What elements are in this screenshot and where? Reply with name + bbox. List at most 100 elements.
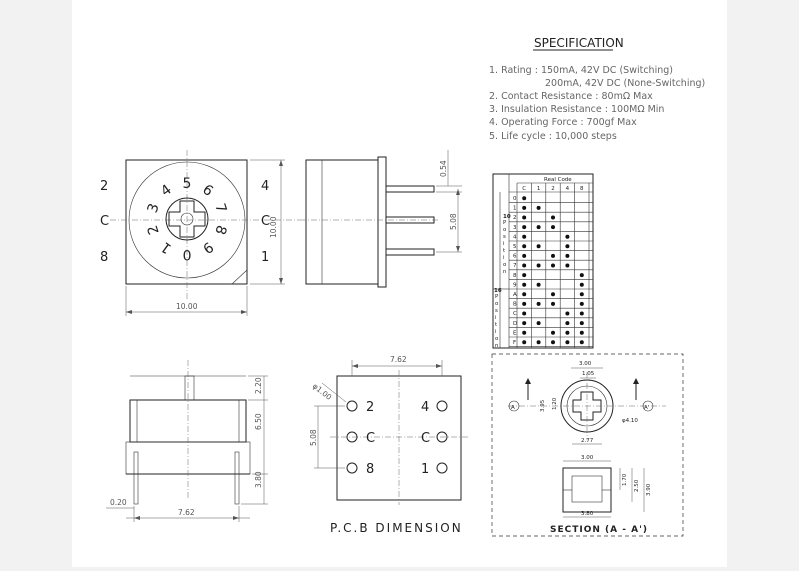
code-position-letter: o bbox=[495, 301, 499, 307]
code-position-letter: P bbox=[495, 294, 499, 300]
code-dot bbox=[536, 205, 541, 210]
code-dot bbox=[551, 263, 555, 268]
code-position-letter: o bbox=[503, 227, 507, 233]
lower-pin-w-dim: 0.20 bbox=[110, 498, 127, 507]
code-dot bbox=[522, 205, 527, 210]
code-col-C: C bbox=[522, 186, 526, 192]
code-dot bbox=[522, 215, 527, 220]
code-position-letter: s bbox=[495, 308, 498, 314]
code-dot bbox=[551, 225, 555, 230]
code-dot bbox=[522, 301, 527, 306]
code-dot bbox=[522, 321, 527, 326]
code-dot bbox=[522, 292, 527, 297]
code-dot bbox=[536, 244, 541, 249]
code-position-letter: t bbox=[503, 248, 506, 254]
code-dot bbox=[522, 263, 527, 268]
code-row-pos: B bbox=[513, 302, 517, 308]
spec-title: SPECIFICATION bbox=[534, 36, 624, 50]
code-row-pos: 2 bbox=[513, 215, 517, 221]
code-dot bbox=[579, 301, 584, 306]
front-pin-left-mid: C bbox=[100, 214, 109, 229]
code-position-letter: i bbox=[503, 255, 505, 261]
code-dot bbox=[536, 340, 541, 345]
code-row-pos: C bbox=[513, 311, 517, 317]
knob-cross-icon bbox=[168, 200, 206, 238]
code-row-pos: 9 bbox=[513, 282, 517, 288]
code-row-pos: 1 bbox=[513, 206, 517, 212]
dial-digit-1: 1 bbox=[158, 238, 175, 256]
section-left2-dim: 1.20 bbox=[552, 397, 558, 410]
code-dot bbox=[551, 330, 555, 335]
code-dot bbox=[579, 330, 584, 335]
pcb-view: 7.62 5.08 φ1.00 2 C 8 4 C 1 P.C.B DIMENS… bbox=[309, 355, 468, 535]
pcb-left-mid: C bbox=[366, 431, 375, 446]
spec-line-2: 2. Contact Resistance : 80mΩ Max bbox=[489, 91, 653, 102]
code-col-4: 4 bbox=[566, 186, 570, 192]
drawing-canvas: SPECIFICATION 1. Rating : 150mA, 42V DC … bbox=[100, 36, 705, 537]
pcb-v-dim: 5.08 bbox=[309, 429, 318, 446]
code-dot bbox=[565, 263, 570, 268]
front-pin-right-mid: C bbox=[261, 214, 270, 229]
code-dot bbox=[565, 234, 570, 239]
section-caption: SECTION (A - A') bbox=[550, 525, 648, 535]
code-col-1: 1 bbox=[537, 186, 541, 192]
code-row-pos: F bbox=[513, 340, 516, 346]
code-dot bbox=[536, 301, 541, 306]
code-row-pos: D bbox=[513, 321, 517, 327]
lower-side-view: 2.20 6.50 3.80 0.20 7.62 bbox=[106, 360, 268, 522]
code-row-pos: 8 bbox=[513, 273, 517, 279]
code-dot bbox=[565, 253, 570, 258]
code-position-letter: i bbox=[495, 315, 497, 321]
code-position-letter: o bbox=[495, 336, 499, 342]
pcb-right-mid: C bbox=[421, 431, 430, 446]
pcb-left-bot: 8 bbox=[366, 462, 374, 477]
dial-digit-9: 9 bbox=[199, 238, 216, 256]
code-dot bbox=[579, 273, 584, 278]
lower-body-dim: 6.50 bbox=[254, 413, 263, 430]
spec-line-5: 5. Life cycle : 10,000 steps bbox=[489, 131, 617, 142]
code-label-16: 16 bbox=[494, 288, 502, 294]
section-marker-a-prime: A' bbox=[644, 405, 649, 411]
spec-line-4: 4. Operating Force : 700gf Max bbox=[489, 117, 637, 128]
section-knob-icon bbox=[572, 391, 602, 421]
pcb-h-dim: 7.62 bbox=[390, 355, 407, 364]
side-pin-dim: 0.54 bbox=[439, 160, 448, 177]
section-marker-a: A bbox=[511, 405, 515, 411]
code-row-pos: 5 bbox=[513, 244, 517, 250]
code-dot bbox=[522, 244, 527, 249]
code-position-letter: t bbox=[495, 322, 498, 328]
front-width-dim: 10.00 bbox=[176, 302, 198, 311]
code-dot bbox=[536, 225, 541, 230]
code-dot bbox=[536, 282, 541, 287]
lower-width-dim: 7.62 bbox=[178, 508, 195, 517]
code-dot bbox=[579, 340, 584, 345]
dial-digit-6: 6 bbox=[199, 182, 216, 200]
code-position-letter: i bbox=[503, 241, 505, 247]
code-dot bbox=[565, 244, 570, 249]
section-lower-bottom-dim: 3.80 bbox=[581, 511, 594, 517]
pcb-caption: P.C.B DIMENSION bbox=[330, 521, 463, 535]
pcb-hole-dim: φ1.00 bbox=[311, 381, 334, 402]
code-row-pos: 4 bbox=[513, 234, 517, 240]
code-dot bbox=[551, 215, 555, 220]
front-pin-right-top: 4 bbox=[261, 179, 269, 194]
code-dot bbox=[551, 292, 555, 297]
code-row-pos: 6 bbox=[513, 254, 517, 260]
code-dot bbox=[551, 301, 555, 306]
code-dot bbox=[579, 282, 584, 287]
code-dot bbox=[522, 282, 527, 287]
code-dot bbox=[536, 321, 541, 326]
code-dot bbox=[579, 311, 584, 316]
pcb-left-top: 2 bbox=[366, 400, 374, 415]
dial-digit-7: 7 bbox=[211, 201, 229, 214]
code-position-letter: o bbox=[503, 262, 507, 268]
front-pin-left-bot: 8 bbox=[100, 250, 108, 265]
code-position-letter: P bbox=[503, 220, 507, 226]
lower-top-dim: 2.20 bbox=[254, 377, 263, 394]
code-dot bbox=[522, 273, 527, 278]
code-dot bbox=[522, 253, 527, 258]
code-dot bbox=[522, 234, 527, 239]
front-pin-right-bot: 1 bbox=[261, 250, 269, 265]
